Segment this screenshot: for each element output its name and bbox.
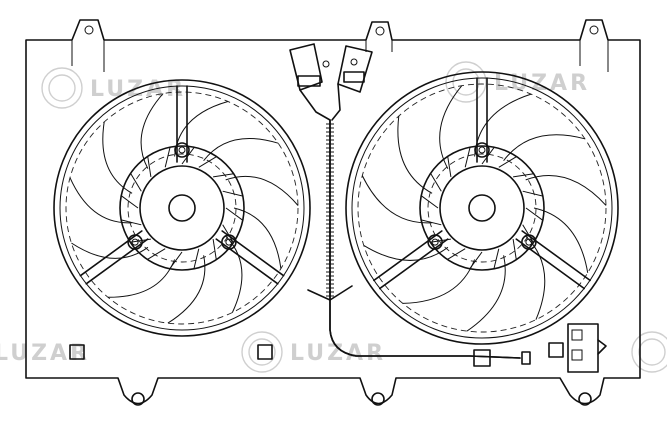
blade-tip-circle (357, 83, 607, 333)
hub-rib (525, 207, 544, 221)
hub-rib (498, 156, 517, 168)
shroud-spoke (476, 77, 488, 163)
mounting-boss (474, 142, 490, 158)
fan-blade (167, 255, 206, 324)
fan-blade (503, 134, 586, 162)
hub-rib (147, 156, 152, 177)
hub-cap (168, 194, 196, 222)
hub-cap (468, 194, 496, 222)
hub-rib (213, 173, 234, 178)
hub-rib (512, 239, 517, 260)
hub-rib (420, 219, 442, 226)
fan-blade (69, 177, 133, 224)
luzar-logo-icon (445, 61, 487, 103)
hub-rib (130, 173, 142, 192)
hub-rib (447, 248, 466, 260)
hub-rib (430, 238, 451, 243)
motor-mount-dashed (427, 153, 537, 263)
fan-ring-inner (351, 77, 613, 339)
mounting-bolt (178, 146, 186, 154)
shroud-spoke (215, 230, 285, 285)
hub-rib (522, 190, 544, 197)
wiring-harness (307, 119, 531, 367)
luzar-logo-icon (631, 331, 667, 373)
blade-tip-circle (65, 91, 299, 325)
fan-ring-outer (53, 79, 311, 337)
fan-blade (533, 207, 589, 273)
shroud-spoke (79, 230, 149, 285)
hub-rib (198, 156, 217, 168)
motor-housing (139, 165, 225, 251)
motor-mount-dashed (127, 153, 237, 263)
hub-rib (493, 248, 500, 270)
fan-blade (466, 255, 506, 332)
fan-blade (71, 242, 149, 259)
fan-blade (203, 137, 279, 162)
hub-rib (212, 239, 217, 260)
hub-rib (181, 146, 195, 165)
hub-rib (481, 146, 495, 165)
hub-rib (469, 251, 483, 270)
hub-rib (193, 248, 200, 270)
luzar-logo-icon (241, 331, 283, 373)
fan-blade (363, 244, 449, 261)
mounting-boss (427, 234, 443, 250)
mounting-bolt (225, 238, 233, 246)
hub-rib (222, 224, 234, 243)
hub-rib (120, 219, 142, 226)
mounting-bolt (478, 146, 486, 154)
shroud-spoke (373, 230, 449, 290)
hub-rib (120, 195, 139, 209)
fan-blade (361, 175, 433, 224)
watermark-text: LUZAR (290, 341, 386, 366)
luzar-logo-icon (41, 67, 83, 109)
fan-left (53, 79, 311, 337)
hub-rib (222, 190, 244, 197)
relay-connector-right (567, 323, 607, 373)
hub-rib (164, 146, 171, 168)
mounting-bolt (525, 238, 533, 246)
fan-blade (102, 121, 133, 194)
fan-right (345, 71, 619, 345)
motor-mount-ring (119, 145, 245, 271)
hub-rib (169, 251, 183, 270)
hub-rib (522, 224, 534, 243)
watermark-layer: LUZAR LUZAR LUZAR LUZAR (0, 61, 667, 373)
fan-blade (525, 175, 607, 206)
hub-rib (464, 146, 471, 168)
motor-housing (439, 165, 525, 251)
fan-ring-inner (59, 85, 305, 331)
hub-rib (420, 195, 439, 209)
hub-rib (513, 173, 534, 178)
fan-blade (402, 259, 476, 304)
shroud-spoke (515, 230, 591, 290)
fan-blade (397, 115, 433, 194)
fan-blade (140, 93, 164, 169)
mounting-boss (127, 234, 143, 250)
shroud-spoke (176, 85, 188, 163)
hub-rib (447, 156, 452, 177)
fan-blade (225, 235, 243, 313)
motor-mount-ring (419, 145, 545, 271)
fan-ring-outer (345, 71, 619, 345)
fan-blade (107, 259, 176, 298)
fan-blade (439, 85, 463, 169)
fan-blade (233, 207, 282, 269)
hub-rib (225, 207, 244, 221)
hub-rib (130, 238, 151, 243)
fan-blade (225, 175, 299, 206)
hub-rib (430, 173, 442, 192)
connector-block (289, 43, 373, 121)
shroud-frame (25, 19, 641, 406)
hub-rib (147, 248, 166, 260)
mounting-boss (174, 142, 190, 158)
